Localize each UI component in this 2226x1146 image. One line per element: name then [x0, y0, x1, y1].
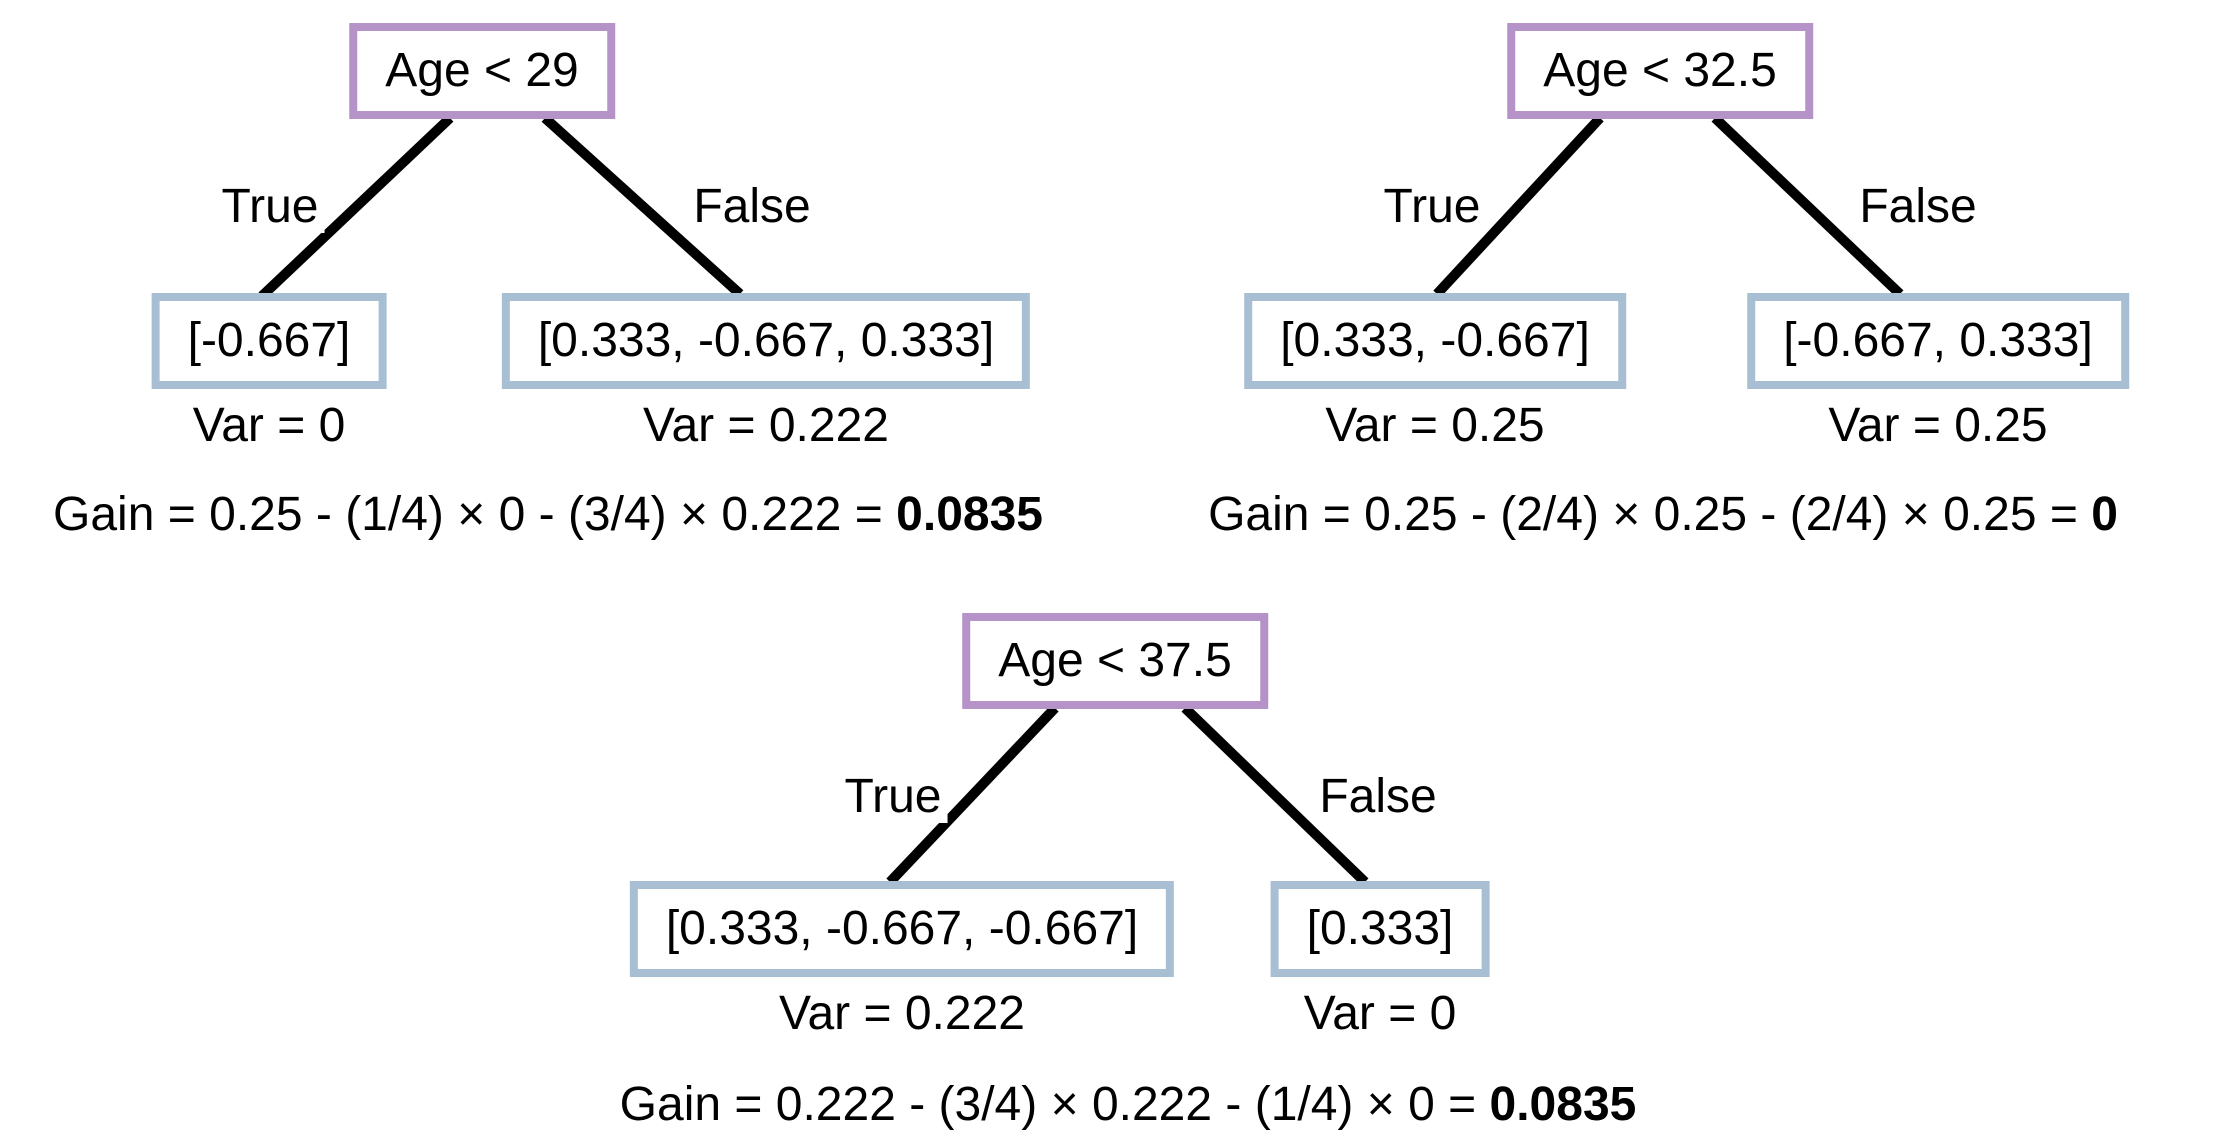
tree2-false-branch-line — [1711, 114, 1904, 298]
tree3-true-branch-label: True — [838, 771, 948, 823]
tree2-left-var-label: Var = 0.25 — [1325, 399, 1545, 452]
tree3-left-var-label: Var = 0.222 — [779, 987, 1025, 1040]
tree1-root-node: Age < 29 — [349, 23, 615, 119]
tree2-gain-result: 0 — [2091, 488, 2118, 541]
tree2-true-branch-label: True — [1377, 181, 1487, 233]
tree2-gain-expression: Gain = 0.25 - (2/4) × 0.25 - (2/4) × 0.2… — [1208, 488, 2092, 541]
tree2-left-leaf-node: [0.333, -0.667] — [1244, 293, 1626, 389]
tree2-gain-formula: Gain = 0.25 - (2/4) × 0.25 - (2/4) × 0.2… — [1208, 487, 2118, 542]
tree1-true-branch-line — [258, 114, 454, 300]
tree3-right-var-label: Var = 0 — [1303, 987, 1457, 1040]
tree3-left-leaf-node: [0.333, -0.667, -0.667] — [629, 881, 1175, 977]
tree2-false-branch-label: False — [1853, 181, 1983, 233]
tree2-right-var-label: Var = 0.25 — [1828, 399, 2048, 452]
tree3-root-node: Age < 37.5 — [962, 613, 1268, 709]
tree1-gain-expression: Gain = 0.25 - (1/4) × 0 - (3/4) × 0.222 … — [53, 488, 897, 541]
tree1-false-branch-label: False — [687, 181, 817, 233]
tree3-gain-expression: Gain = 0.222 - (3/4) × 0.222 - (1/4) × 0… — [619, 1078, 1490, 1131]
tree1-true-branch-label: True — [215, 181, 325, 233]
tree3-false-branch-label: False — [1313, 771, 1443, 823]
tree1-false-branch-line — [541, 114, 744, 298]
tree1-gain-formula: Gain = 0.25 - (1/4) × 0 - (3/4) × 0.222 … — [53, 487, 1043, 542]
tree3-gain-formula: Gain = 0.222 - (3/4) × 0.222 - (1/4) × 0… — [620, 1077, 1637, 1132]
tree1-right-var-label: Var = 0.222 — [643, 399, 889, 452]
tree2-true-branch-line — [1433, 114, 1604, 298]
tree2-right-leaf-node: [-0.667, 0.333] — [1747, 293, 2129, 389]
tree1-gain-result: 0.0835 — [896, 488, 1043, 541]
tree3-false-branch-line — [1181, 704, 1369, 886]
tree3-true-branch-line — [886, 704, 1059, 886]
tree3-right-leaf-node: [0.333] — [1270, 881, 1490, 977]
tree1-left-var-label: Var = 0 — [192, 399, 346, 452]
tree1-left-leaf-node: [-0.667] — [151, 293, 387, 389]
tree3-gain-result: 0.0835 — [1489, 1078, 1637, 1131]
tree2-root-node: Age < 32.5 — [1507, 23, 1813, 119]
tree1-right-leaf-node: [0.333, -0.667, 0.333] — [501, 293, 1031, 389]
